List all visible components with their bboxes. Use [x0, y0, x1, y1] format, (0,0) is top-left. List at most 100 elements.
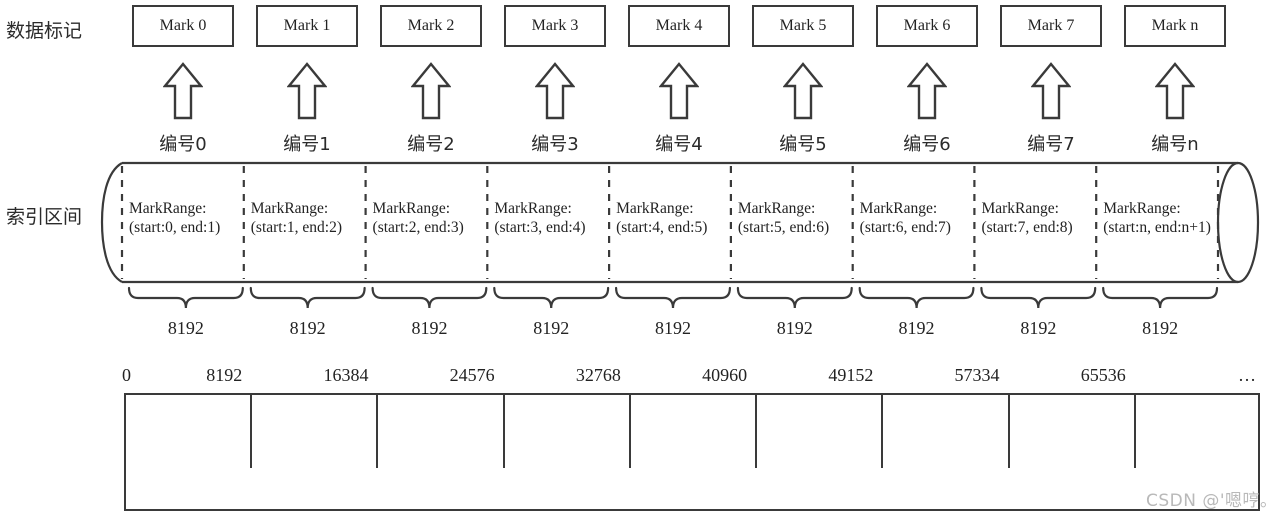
scale-tick-label: 0	[122, 365, 131, 385]
granule-size-label: 8192	[167, 318, 204, 338]
data-block-tick	[376, 395, 379, 468]
mark-range-value: (start:3, end:4)	[494, 219, 586, 236]
data-block-tick	[755, 395, 758, 468]
mark-range-cell: MarkRange: (start:4, end:5)	[616, 199, 728, 237]
mark-range-cell: MarkRange: (start:1, end:2)	[251, 199, 363, 237]
data-block-tick	[1133, 395, 1136, 468]
row-label-index-range: 索引区间	[6, 206, 83, 228]
granule-size-label: 8192	[1142, 318, 1179, 338]
mark-range-cell: MarkRange: (start:5, end:6)	[738, 199, 850, 237]
data-block-tick	[628, 395, 631, 468]
mark-box: Mark 7	[1000, 5, 1102, 47]
up-arrow-icon	[1154, 62, 1196, 120]
mark-range-value: (start:0, end:1)	[129, 219, 221, 236]
mark-range-title: MarkRange:	[372, 200, 451, 217]
mark-range-cell: MarkRange: (start:7, end:8)	[981, 199, 1093, 237]
mark-range-title: MarkRange:	[1103, 200, 1181, 217]
mark-range-cell: MarkRange: (start:3, end:4)	[494, 199, 606, 237]
mark-box-label: Mark 2	[407, 17, 455, 34]
mark-range-value: (start:1, end:2)	[250, 219, 343, 236]
granule-size-label: 8192	[533, 318, 570, 338]
mark-box-label: Mark n	[1151, 17, 1199, 34]
up-arrow-icon	[534, 62, 576, 120]
data-block-rectangle	[124, 393, 1260, 511]
mark-box: Mark n	[1124, 5, 1226, 47]
mark-range-cell: MarkRange: (start:6, end:7)	[860, 199, 972, 237]
up-arrow-icon	[286, 62, 328, 120]
mark-box-label: Mark 7	[1027, 17, 1075, 34]
mark-range-title: MarkRange:	[859, 200, 938, 217]
mark-range-value: (start:2, end:3)	[372, 219, 464, 236]
mark-range-value: (start:5, end:6)	[737, 219, 830, 236]
scale-tick-label: 16384	[323, 365, 369, 385]
mark-range-title: MarkRange:	[250, 200, 329, 217]
cylinder-left-cap	[100, 162, 123, 283]
mark-number-label: 编号3	[531, 134, 579, 155]
scale-tick-label: 49152	[828, 365, 874, 385]
scale-tick-label: 57334	[954, 365, 1000, 385]
up-arrow-icon	[1030, 62, 1072, 120]
mark-range-cell: MarkRange: (start:n, end:n+1)	[1103, 199, 1215, 237]
granule-size-label: 8192	[655, 318, 691, 338]
mark-box: Mark 5	[752, 5, 854, 47]
scale-tick-label: 40960	[702, 365, 748, 385]
mark-range-title: MarkRange:	[616, 200, 694, 217]
mark-range-value: (start:7, end:8)	[981, 219, 1073, 236]
scale-ellipsis: …	[1238, 365, 1256, 385]
mark-number-label: 编号n	[1151, 134, 1199, 155]
mark-range-value: (start:6, end:7)	[859, 219, 951, 236]
mark-range-title: MarkRange:	[129, 200, 207, 217]
brace-svg	[127, 286, 1219, 309]
mark-number-label: 编号0	[159, 134, 207, 155]
cylinder-svg	[100, 161, 1260, 284]
granule-brace	[127, 286, 1219, 309]
mark-range-cell: MarkRange: (start:0, end:1)	[129, 199, 241, 237]
granule-size-label: 8192	[411, 318, 448, 338]
scale-tick-label: 8192	[206, 365, 243, 385]
mark-number-label: 编号5	[779, 134, 827, 155]
mark-range-title: MarkRange:	[494, 200, 572, 217]
mark-number-label: 编号2	[407, 134, 455, 155]
mark-box-label: Mark 4	[655, 17, 703, 34]
mark-box: Mark 4	[628, 5, 730, 47]
up-arrow-icon	[782, 62, 824, 120]
csdn-watermark: CSDN @'嗯哼。	[1146, 491, 1278, 511]
mark-range-title: MarkRange:	[981, 200, 1059, 217]
mark-number-label: 编号7	[1027, 134, 1075, 155]
granule-brace-group	[100, 286, 1260, 316]
granule-size-label: 8192	[776, 318, 813, 338]
mark-box-label: Mark 1	[283, 17, 331, 34]
granule-size-label: 8192	[898, 318, 935, 338]
cylinder-right-cap	[1216, 161, 1260, 284]
row-label-data-mark: 数据标记	[6, 20, 83, 42]
scale-tick-label: 65536	[1080, 365, 1126, 385]
mark-box: Mark 1	[256, 5, 358, 47]
cylinder-dividers	[120, 166, 1220, 279]
up-arrow-icon	[658, 62, 700, 120]
granule-size-label: 8192	[289, 318, 326, 338]
mark-range-cell: MarkRange: (start:2, end:3)	[373, 199, 485, 237]
mark-number-label: 编号6	[903, 134, 951, 155]
mark-range-value: (start:n, end:n+1)	[1103, 219, 1211, 236]
mark-range-value: (start:4, end:5)	[616, 219, 708, 236]
scale-tick-label: 24576	[449, 365, 495, 385]
scale-tick-label: 32768	[575, 365, 621, 385]
data-block-tick	[250, 395, 253, 468]
data-block-tick	[502, 395, 505, 468]
mark-box-label: Mark 6	[903, 17, 951, 34]
braces	[127, 286, 1219, 309]
data-block-tick	[1007, 395, 1010, 468]
mark-number-label: 编号4	[655, 134, 703, 155]
up-arrow-icon	[906, 62, 948, 120]
mark-box: Mark 6	[876, 5, 978, 47]
granule-size-label: 8192	[1020, 318, 1057, 338]
mark-box-label: Mark 3	[531, 17, 579, 34]
cylinder-divider-line	[120, 166, 1220, 279]
index-range-cylinder: MarkRange: (start:0, end:1) MarkRange: (sta…	[100, 160, 1260, 285]
mark-range-title: MarkRange:	[737, 200, 816, 217]
up-arrow-icon	[410, 62, 452, 120]
mark-box: Mark 3	[504, 5, 606, 47]
data-block-tick	[881, 395, 884, 468]
up-arrow-icon	[162, 62, 204, 120]
